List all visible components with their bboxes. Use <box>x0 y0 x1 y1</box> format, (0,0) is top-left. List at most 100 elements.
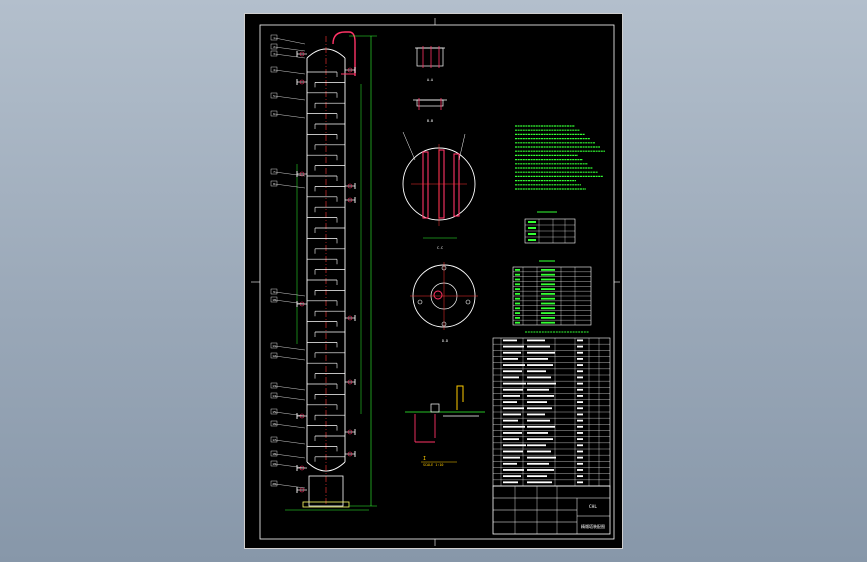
nozzle-plan-label: D-D <box>442 339 448 343</box>
callout-tag: 13 <box>270 382 306 391</box>
callout-tag: 6 <box>270 110 306 119</box>
nozzle-table-cell <box>541 307 555 310</box>
tray-group <box>307 71 345 462</box>
nozzle-table-cell <box>515 283 520 286</box>
callout-tag: 5 <box>270 92 306 101</box>
callout-box <box>270 436 278 443</box>
callout-box <box>270 296 278 303</box>
parts-list-cell <box>577 388 583 391</box>
nozzle-table-cell <box>515 317 520 319</box>
nozzle-table-cell <box>541 293 555 295</box>
parts-list-cell <box>527 481 552 484</box>
parts-list-cell <box>527 376 551 379</box>
leader-line <box>274 411 306 417</box>
callout-number: 20 <box>272 482 276 486</box>
parts-list-cell <box>527 358 548 360</box>
parts-list-cell <box>503 407 524 410</box>
leader-line <box>274 183 306 189</box>
plate-view-2: B-B <box>413 98 447 123</box>
parts-list-cell <box>503 425 525 428</box>
nozzle-opening <box>299 79 305 85</box>
callout-box <box>270 352 278 359</box>
callout-box <box>270 34 278 41</box>
callout-number: 2 <box>273 45 275 49</box>
callout-number: 1 <box>273 36 275 40</box>
parts-list-cell <box>527 351 555 354</box>
parts-list-table <box>492 337 611 487</box>
nozzle-table-cell <box>541 288 555 290</box>
tray-section-view: C-C <box>402 131 476 250</box>
callout-number: 17 <box>272 438 276 442</box>
nozzle-table-cell <box>541 278 555 281</box>
leader-line <box>274 46 306 52</box>
parts-list-cell <box>527 395 554 397</box>
callout-box <box>270 110 278 117</box>
callout-tag: 7 <box>270 168 306 177</box>
parts-list-cell <box>577 364 583 366</box>
leader-line <box>274 423 306 429</box>
detail-title: I <box>423 456 426 462</box>
parts-list-cell <box>577 339 583 342</box>
callout-number: 15 <box>272 410 276 414</box>
parts-list-cell <box>577 444 583 447</box>
nozzle-table-cell <box>515 307 520 310</box>
callout-box <box>270 92 278 99</box>
parts-list-cell <box>577 456 583 459</box>
skirt <box>308 475 344 507</box>
leader-line <box>274 299 306 305</box>
leader-line <box>274 171 306 177</box>
callout-tag: 19 <box>270 460 306 469</box>
parts-list-cell <box>577 395 583 397</box>
parts-list-cell <box>527 425 555 428</box>
leader-line <box>274 37 306 45</box>
callout-number: 6 <box>273 112 275 116</box>
plate-view-1: A-A <box>415 46 445 82</box>
parts-list-cell <box>527 388 549 391</box>
callout-number: 3 <box>273 52 275 56</box>
parts-list-cell <box>577 438 583 441</box>
parts-list-cell <box>503 462 517 465</box>
callout-number: 5 <box>273 94 275 98</box>
parts-list-cell <box>503 475 521 478</box>
nozzle-table-cell <box>515 297 520 300</box>
parts-list-cell <box>527 407 552 410</box>
callout-box <box>270 382 278 389</box>
nozzle-table-cell <box>515 293 520 295</box>
parts-list-cell <box>503 413 521 416</box>
nozzle-opening <box>347 197 353 203</box>
leader-line <box>274 453 306 459</box>
nozzle-opening <box>347 429 353 435</box>
nozzle-table-cell <box>541 283 555 286</box>
callout-box <box>270 460 278 467</box>
nozzle-opening <box>299 487 305 493</box>
callout-box <box>270 43 278 50</box>
leader-line <box>274 53 306 59</box>
parts-list-cell <box>527 450 551 453</box>
leader-line <box>274 95 306 101</box>
detail-subtitle: SCALE 1:10 <box>423 463 443 467</box>
nozzle-table-cell <box>541 269 555 271</box>
leader-line <box>274 463 306 469</box>
callout-number: 11 <box>272 344 276 348</box>
nozzle-table-cell <box>515 273 520 276</box>
parts-list-cell <box>503 370 522 373</box>
parts-list-cell <box>577 401 583 403</box>
technical-notes <box>515 125 605 190</box>
callout-number: 12 <box>272 354 276 358</box>
title-block-drawing-name: 精馏塔装配图 <box>581 523 605 529</box>
plate-view-2-label: B-B <box>427 119 433 123</box>
parts-list-cell <box>577 425 583 428</box>
callout-box <box>270 50 278 57</box>
parts-list-cell <box>503 438 519 441</box>
callout-number: 14 <box>272 394 276 398</box>
plate-view-1-label: A-A <box>427 78 433 82</box>
leader-line <box>274 355 306 361</box>
nozzle-table-cell <box>515 288 520 290</box>
callout-tag: 1 <box>270 34 306 45</box>
callout-tag: 18 <box>270 450 306 459</box>
callout-tag: 15 <box>270 408 306 417</box>
nozzle-opening <box>347 315 353 321</box>
parts-list-cell <box>527 419 550 422</box>
callout-tag: 8 <box>270 180 306 189</box>
